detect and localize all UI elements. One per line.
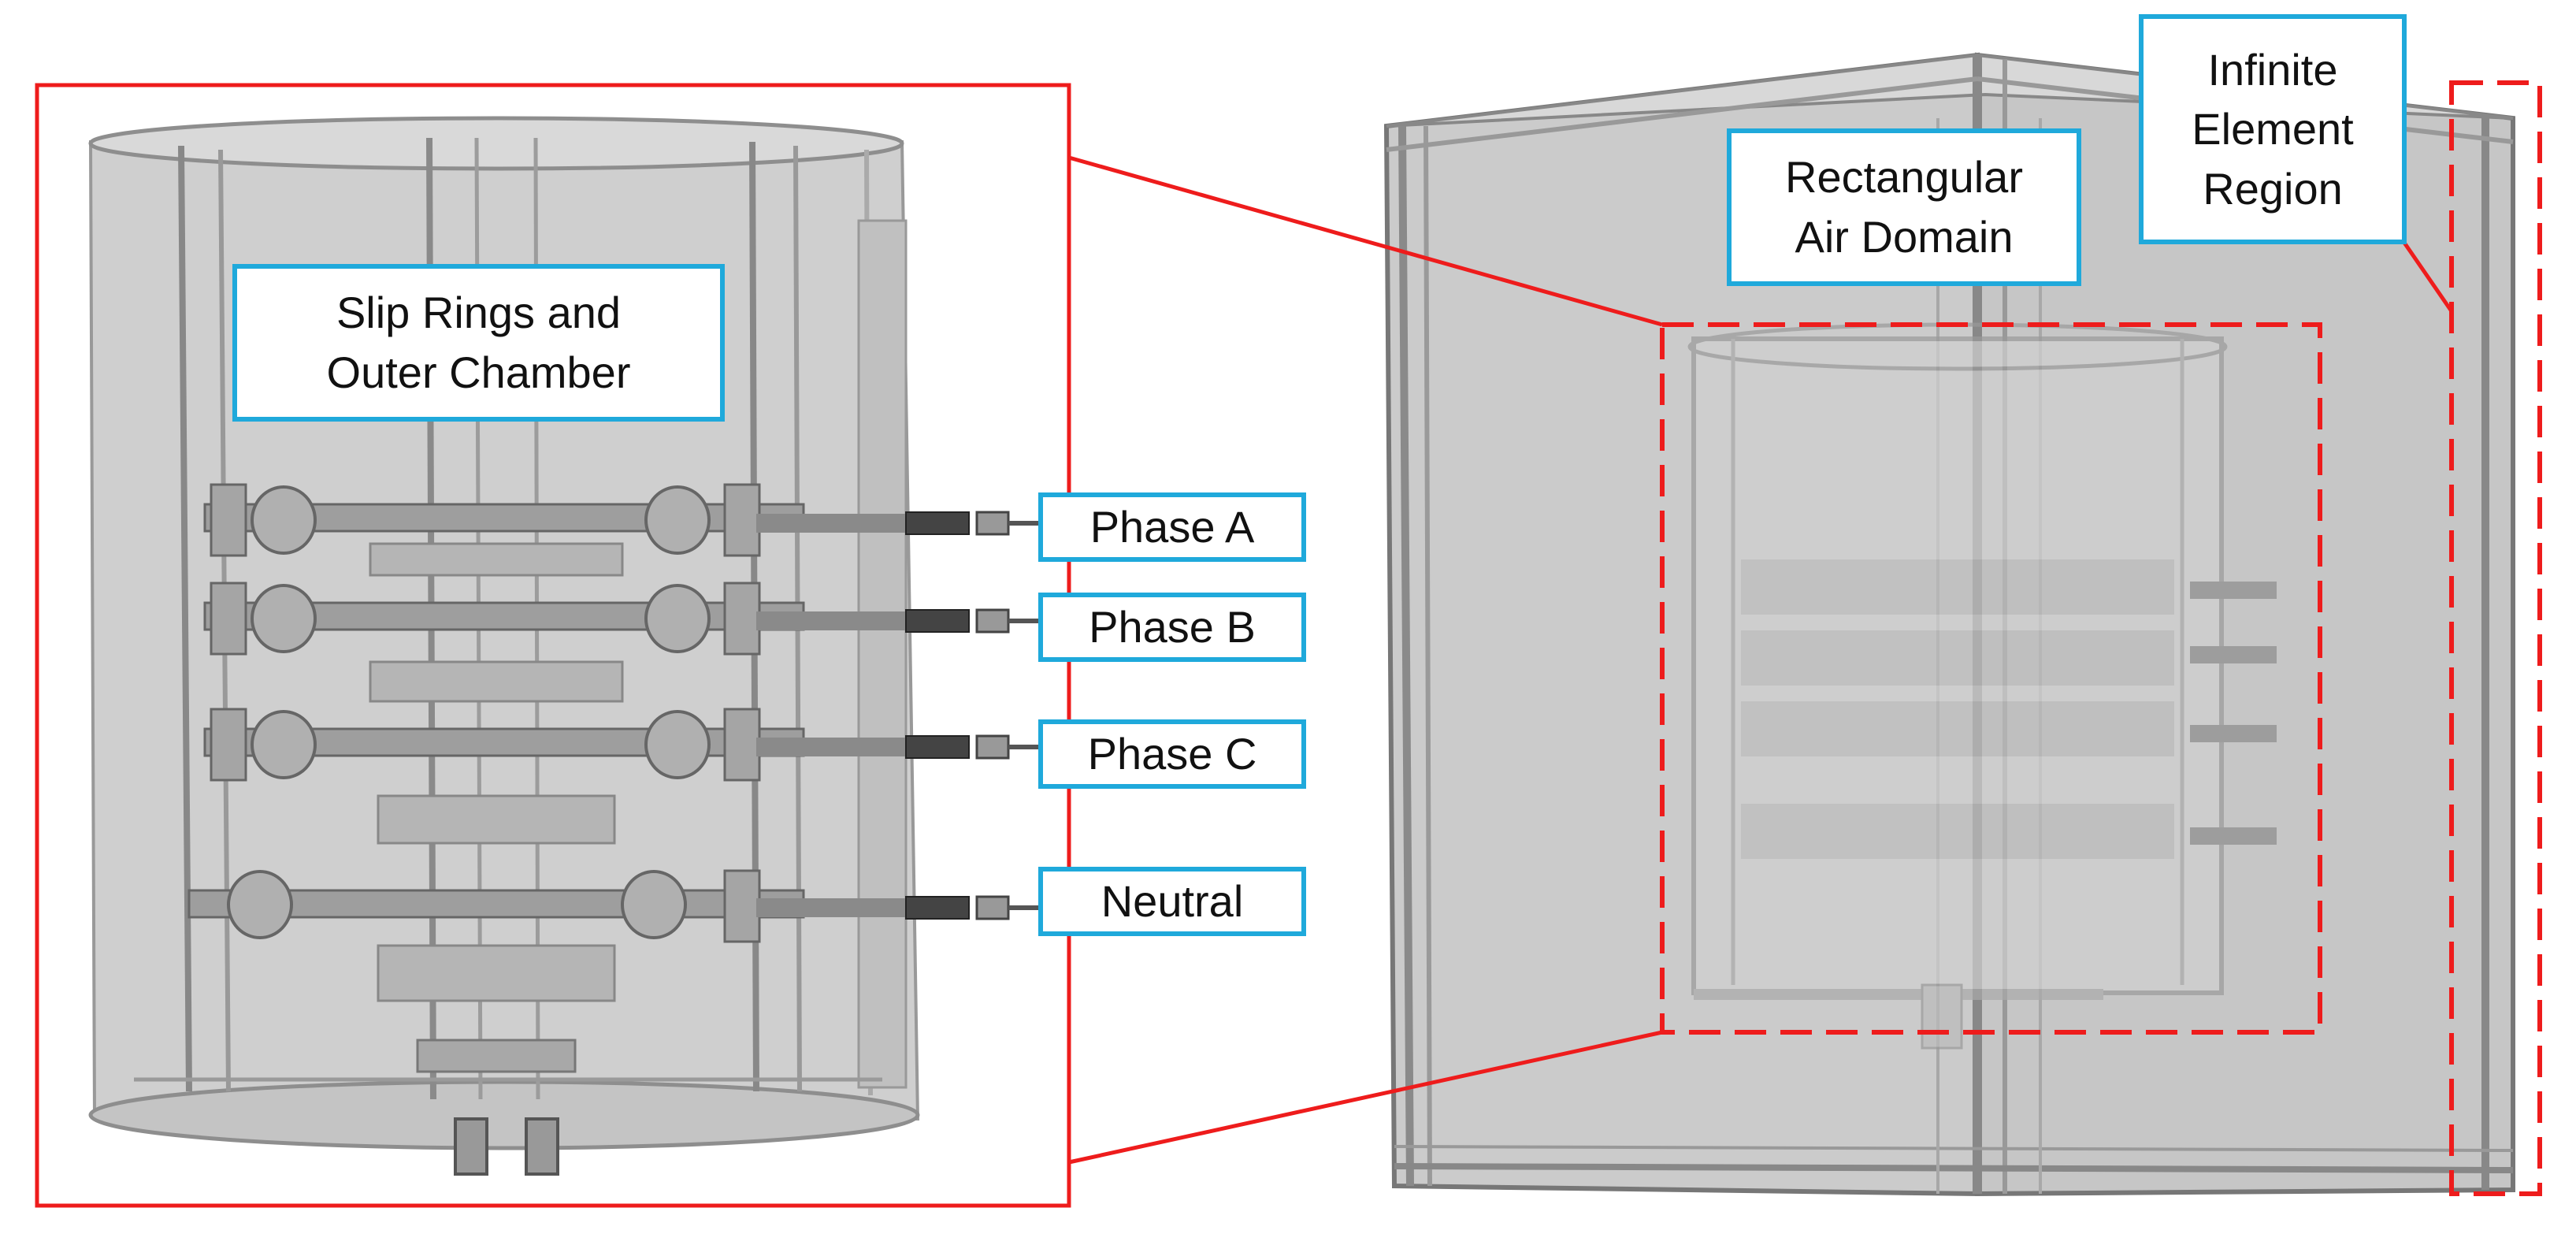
infinite-element-label: Infinite Element Region xyxy=(2139,14,2407,244)
infinite-element-highlight xyxy=(2449,80,2542,1196)
conductor-row-phase-b xyxy=(203,582,1038,656)
air-domain-inner-device xyxy=(1687,322,2277,1050)
zoom-leader-top xyxy=(1068,155,1663,327)
phase-c-label: Phase C xyxy=(1038,719,1306,789)
air-domain-highlight xyxy=(1660,322,2322,1035)
slip-rings-label: Slip Rings and Outer Chamber xyxy=(232,264,725,422)
conductor-row-neutral xyxy=(187,869,1038,943)
conductor-row-phase-a xyxy=(203,483,1038,557)
zoom-leader-bottom xyxy=(1068,1030,1663,1165)
phase-b-label: Phase B xyxy=(1038,593,1306,662)
conductor-row-phase-c xyxy=(203,708,1038,782)
air-domain-label: Rectangular Air Domain xyxy=(1727,128,2081,286)
neutral-label: Neutral xyxy=(1038,867,1306,936)
infinite-element-leader xyxy=(2400,239,2454,313)
central-fin-stack xyxy=(369,542,624,1176)
phase-a-label: Phase A xyxy=(1038,492,1306,562)
